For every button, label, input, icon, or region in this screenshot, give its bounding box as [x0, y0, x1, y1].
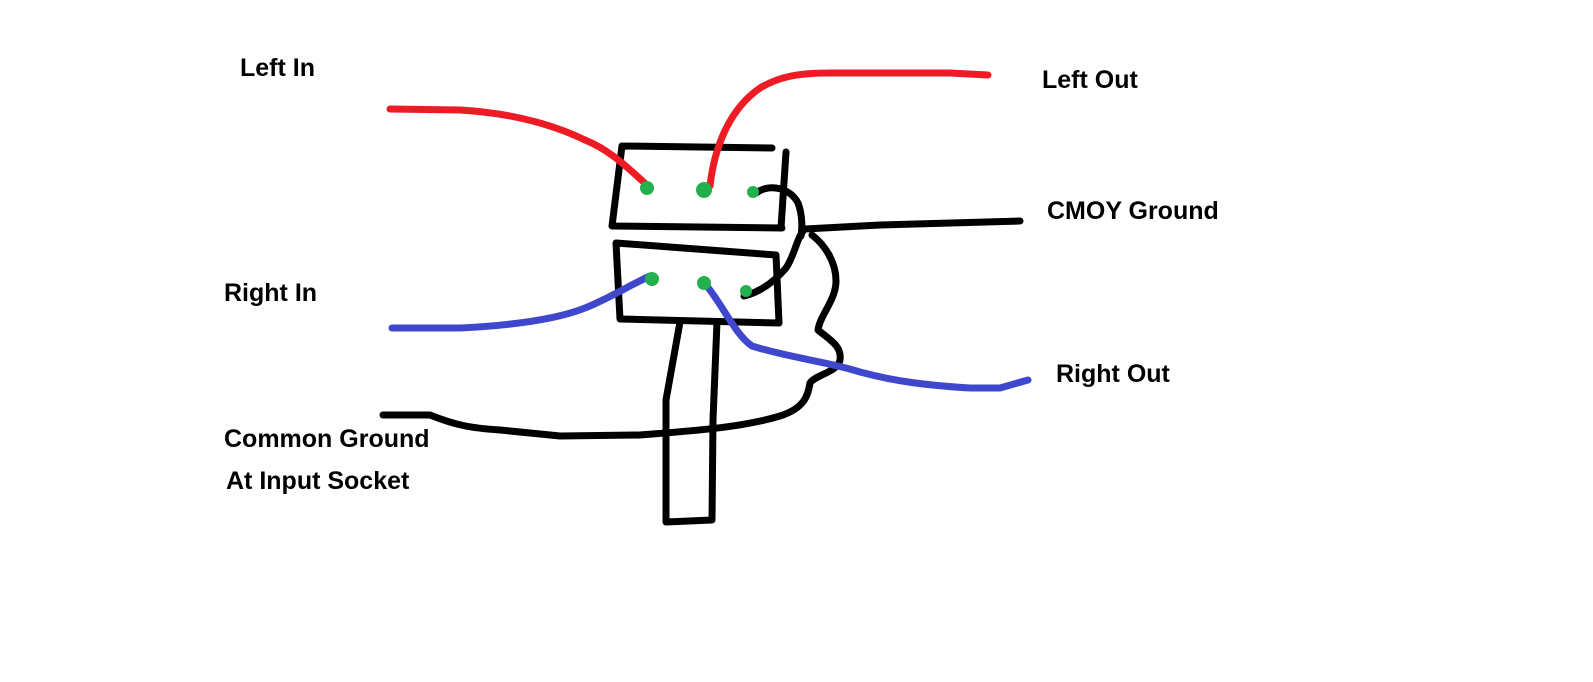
input-socket-label: At Input Socket [226, 467, 410, 495]
solder-pad-left-in [640, 181, 654, 195]
common-ground-wire [379, 231, 844, 440]
common-ground-label: Common Ground [224, 425, 430, 453]
solder-pad-right-in [645, 272, 659, 286]
upper-ground-jumper [752, 184, 806, 240]
solder-pad-lower-ground [740, 285, 752, 297]
right-out-label: Right Out [1056, 360, 1170, 388]
left-in-wire [386, 105, 652, 190]
right-out-wire [701, 280, 1032, 392]
right-in-label: Right In [224, 279, 318, 307]
solder-pad-right-out [697, 276, 711, 290]
solder-pad-left-out [696, 182, 712, 198]
cmoy-ground-label: CMOY Ground [1047, 197, 1219, 225]
right-in-wire [388, 272, 654, 332]
left-out-wire [706, 69, 992, 190]
switch-shaft [662, 318, 721, 526]
left-out-label: Left Out [1042, 66, 1138, 94]
cmoy-ground-wire [740, 217, 1024, 300]
solder-pad-upper-ground [747, 186, 759, 198]
left-in-label: Left In [240, 54, 315, 82]
